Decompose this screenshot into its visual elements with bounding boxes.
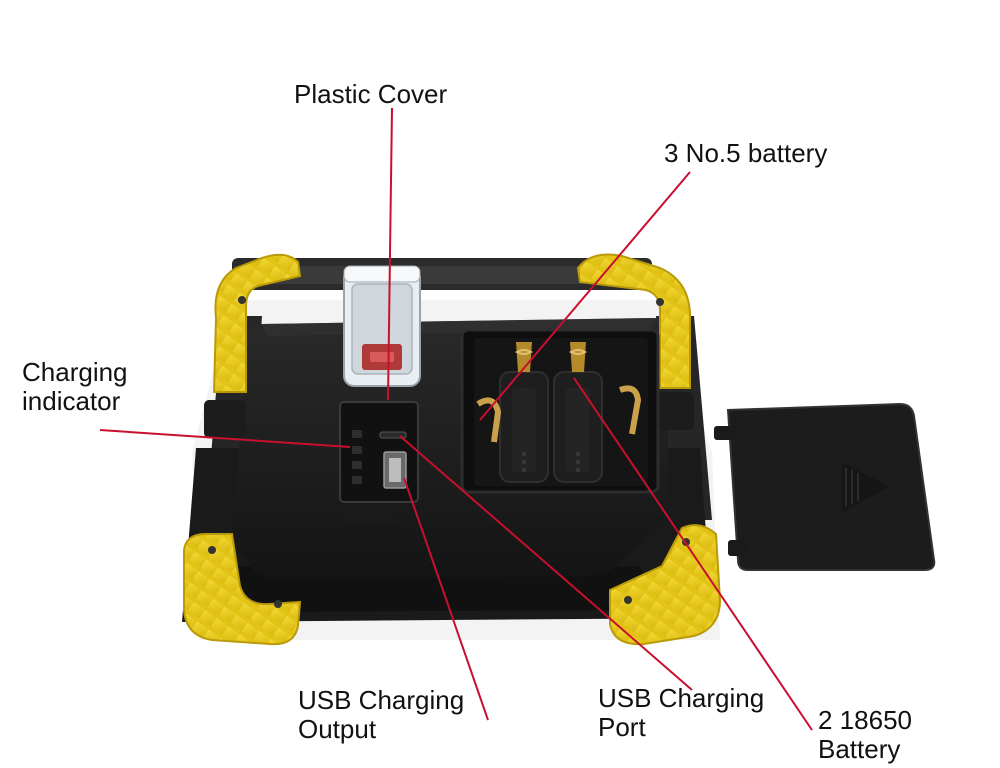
label-plastic-cover: Plastic Cover: [294, 79, 448, 109]
callout-usb-port: [399, 435, 693, 691]
label-18650-battery: 2 18650 Battery: [818, 706, 912, 764]
label-18650-line1: 2 18650: [818, 705, 912, 735]
label-usb-port-line1: USB Charging: [598, 683, 765, 713]
label-charging-indicator-line1: Charging: [22, 357, 128, 387]
label-usb-port-line2: Port: [598, 712, 646, 742]
label-usb-output-line1: USB Charging: [298, 685, 465, 715]
plastic-cover: [343, 265, 421, 387]
callout-lines: [99, 107, 813, 731]
label-usb-charging-port: USB Charging Port: [598, 684, 764, 742]
callout-plastic-cover: [387, 107, 393, 401]
bumper-top-right: [576, 253, 692, 389]
label-charging-indicator-line2: indicator: [22, 386, 121, 416]
bumper-top-left: [212, 253, 302, 393]
battery-compartment: [460, 328, 660, 494]
control-panel: [339, 401, 419, 524]
callout-usb-output: [403, 477, 489, 721]
label-18650-line2: Battery: [818, 734, 901, 764]
callout-charging-indicator: [99, 429, 351, 448]
callout-18650-battery: [573, 377, 813, 731]
callout-3-no5-battery: [479, 171, 691, 421]
label-charging-indicator: Charging indicator: [22, 358, 128, 416]
bumper-bottom-left: [183, 533, 302, 646]
left-clip: [204, 400, 246, 438]
label-usb-output-line2: Output: [298, 714, 377, 744]
label-3-no5-battery: 3 No.5 battery: [664, 138, 828, 168]
label-usb-charging-output: USB Charging Output: [298, 686, 464, 744]
battery-lid: [714, 402, 936, 571]
